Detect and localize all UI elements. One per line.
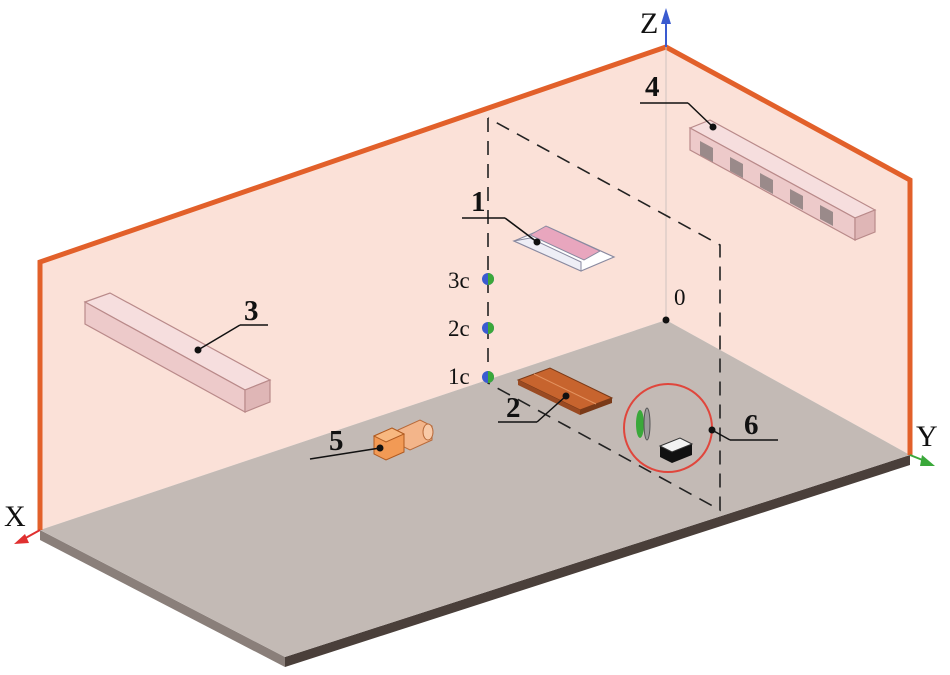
point-label-3c: 3c: [448, 268, 470, 293]
point-3c: [482, 273, 494, 285]
z-axis-arrow: [661, 8, 671, 24]
back-wall-left: [40, 47, 666, 530]
floor-board-2: [516, 367, 614, 415]
projector-5: [372, 419, 434, 461]
measuring-device-6: [636, 407, 694, 463]
luminaire-1: [512, 225, 616, 272]
marker-label-4: 4: [645, 71, 660, 103]
y-axis-arrow: [920, 455, 935, 466]
z-axis-label: Z: [640, 7, 658, 40]
y-axis-label: Y: [916, 420, 938, 453]
marker-label-6: 6: [744, 409, 759, 441]
point-label-1c: 1c: [448, 364, 470, 389]
marker-label-1: 1: [471, 186, 486, 218]
leader-4a: [687, 102, 714, 128]
dashed-plane: [487, 117, 721, 512]
x-axis-label: X: [4, 500, 26, 533]
point-1c: [482, 371, 494, 383]
origin-point: [662, 316, 670, 324]
leader-1a: [504, 217, 538, 243]
floor-side: [40, 530, 285, 667]
floor: [40, 320, 910, 657]
vent-grilles: [700, 141, 833, 226]
leader-2a: [536, 395, 567, 423]
wall-box-3: [83, 292, 272, 414]
wall-vent-4: [688, 119, 877, 242]
marker-label-3: 3: [244, 295, 259, 327]
marker-label-2: 2: [506, 392, 521, 424]
x-axis-arrow: [14, 534, 29, 544]
leader-3a: [197, 324, 241, 351]
leader-6a: [711, 429, 731, 441]
marker-label-5: 5: [329, 425, 344, 457]
point-label-2c: 2c: [448, 316, 470, 341]
point-2c: [482, 322, 494, 334]
leader-5: [309, 447, 381, 460]
floor-side-right: [285, 455, 910, 667]
origin-label: 0: [674, 285, 686, 310]
